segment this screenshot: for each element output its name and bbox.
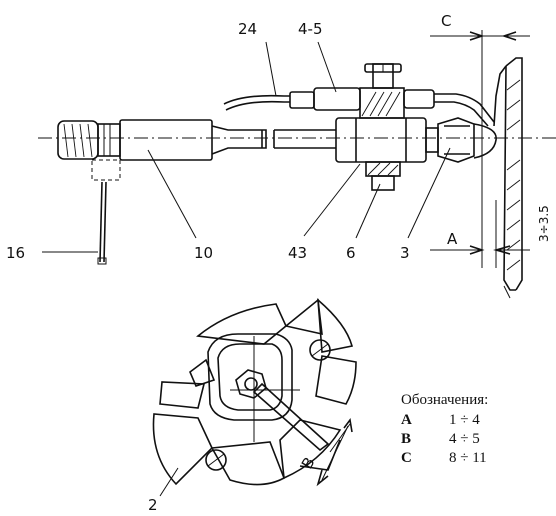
label-a: A xyxy=(447,230,458,248)
label-c: C xyxy=(441,12,451,30)
electrode-plate xyxy=(493,57,523,299)
cable-24 xyxy=(223,87,495,127)
legend-title: Обозначения: xyxy=(401,392,489,408)
label-16: 16 xyxy=(6,244,25,262)
legend-value: 8 ÷ 11 xyxy=(449,450,487,466)
label-10: 10 xyxy=(194,244,213,262)
bracket-screw-6 xyxy=(359,63,405,191)
legend-key: A xyxy=(401,412,412,428)
body-10 xyxy=(119,119,336,161)
label-6: 6 xyxy=(346,244,356,262)
legend: Обозначения: A 1 ÷ 4 B 4 ÷ 5 C 8 ÷ 11 xyxy=(401,392,551,468)
dimension-3-3-5: 3÷3.5 xyxy=(537,205,551,242)
label-3: 3 xyxy=(400,244,410,262)
leader-lines xyxy=(42,41,451,253)
hex-nut-43 xyxy=(335,117,439,163)
legend-value: 1 ÷ 4 xyxy=(449,412,480,428)
legend-row: B 4 ÷ 5 xyxy=(401,430,551,449)
label-43: 43 xyxy=(288,244,307,262)
terminal-3 xyxy=(437,117,497,163)
legend-row: C 8 ÷ 11 xyxy=(401,449,551,468)
legend-row: A 1 ÷ 4 xyxy=(401,411,551,430)
legend-key: B xyxy=(401,431,412,447)
electrode-front-view xyxy=(152,298,357,497)
label-24: 24 xyxy=(238,20,257,38)
electrode-side-view xyxy=(38,30,556,299)
legend-key: C xyxy=(401,450,412,466)
legend-value: 4 ÷ 5 xyxy=(449,431,480,447)
connector-16 xyxy=(57,120,121,265)
dimension-lines xyxy=(430,30,530,268)
label-4-5: 4-5 xyxy=(298,20,323,38)
label-2: 2 xyxy=(148,496,158,514)
